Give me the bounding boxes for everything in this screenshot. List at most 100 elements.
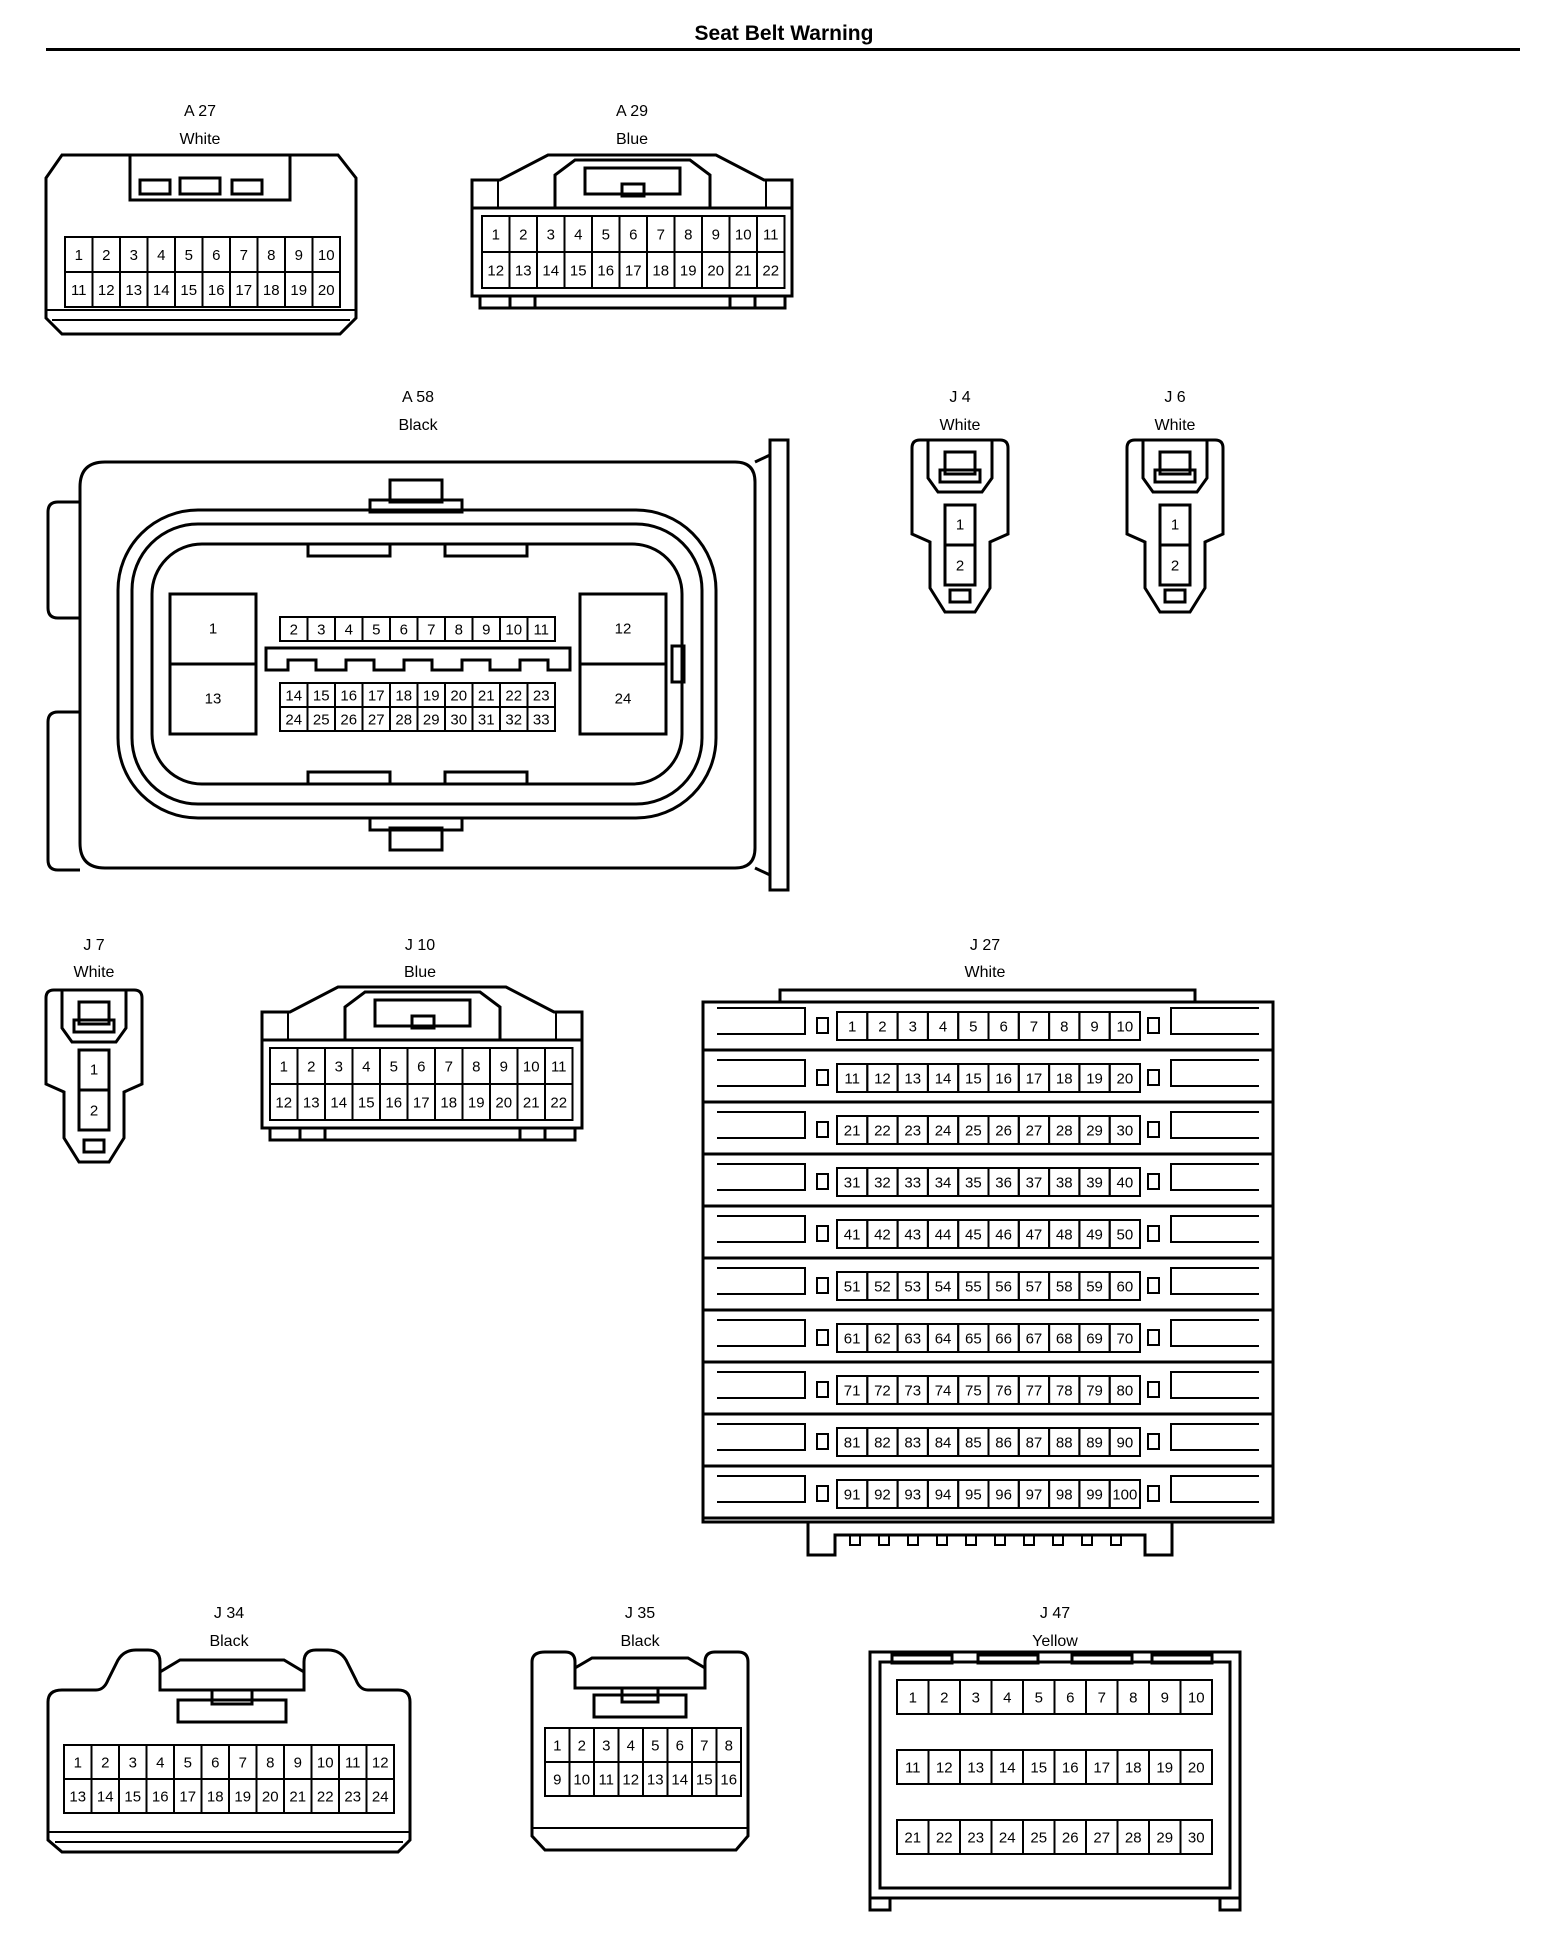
connector-housing bbox=[868, 1650, 1242, 1900]
pin-number: 18 bbox=[1056, 1071, 1073, 1088]
pin-number: 9 bbox=[295, 247, 303, 264]
pin-number: 24 bbox=[999, 1830, 1016, 1847]
connector-color: White bbox=[1155, 417, 1196, 434]
connector-color: Black bbox=[209, 1633, 249, 1650]
connector-color: White bbox=[180, 131, 221, 148]
pin-number: 11 bbox=[533, 622, 549, 639]
pin-number: 37 bbox=[1026, 1175, 1043, 1192]
pin-number: 10 bbox=[523, 1059, 540, 1076]
pin-number: 36 bbox=[995, 1175, 1012, 1192]
pin-number: 14 bbox=[671, 1772, 688, 1789]
pin-number: 64 bbox=[935, 1331, 952, 1348]
pin-number: 84 bbox=[935, 1435, 952, 1452]
pin-cell bbox=[715, 1761, 742, 1797]
pin-number: 19 bbox=[423, 688, 440, 705]
pin-number: 12 bbox=[98, 282, 115, 299]
pin-number: 15 bbox=[570, 263, 587, 280]
connector-id: A 27 bbox=[184, 103, 216, 120]
pin-number: 6 bbox=[629, 227, 637, 244]
svg-text:12: 12 bbox=[615, 621, 632, 638]
pin-number: 19 bbox=[468, 1095, 485, 1112]
pin-number: 27 bbox=[1026, 1123, 1043, 1140]
connector-id: J 27 bbox=[970, 937, 1000, 954]
pin-number: 4 bbox=[156, 1755, 164, 1772]
pin-number: 8 bbox=[455, 622, 463, 639]
connector-id: A 58 bbox=[402, 389, 434, 406]
pin-number: 11 bbox=[844, 1071, 860, 1088]
pin-number: 28 bbox=[1056, 1123, 1073, 1140]
pin-number: 6 bbox=[1066, 1690, 1074, 1707]
pin-number: 4 bbox=[1003, 1690, 1011, 1707]
pin-cell bbox=[311, 271, 341, 308]
pin-number: 86 bbox=[995, 1435, 1012, 1452]
pin-number: 33 bbox=[904, 1175, 921, 1192]
svg-text:1: 1 bbox=[956, 517, 964, 534]
pin-number: 42 bbox=[874, 1227, 891, 1244]
pin-number: 7 bbox=[427, 622, 435, 639]
pin-number: 93 bbox=[904, 1487, 921, 1504]
pin-number: 22 bbox=[874, 1123, 891, 1140]
pin-number: 1 bbox=[75, 247, 83, 264]
page-title: Seat Belt Warning bbox=[694, 22, 874, 45]
pin-number: 5 bbox=[184, 1755, 192, 1772]
pin-number: 18 bbox=[395, 688, 412, 705]
pin-number: 8 bbox=[1060, 1019, 1068, 1036]
pin-number: 60 bbox=[1117, 1279, 1134, 1296]
pin-number: 27 bbox=[1093, 1830, 1110, 1847]
pin-number: 14 bbox=[285, 688, 302, 705]
pin-number: 17 bbox=[235, 282, 252, 299]
pin-number: 1 bbox=[492, 227, 500, 244]
pin-number: 8 bbox=[725, 1738, 733, 1755]
pin-number: 15 bbox=[313, 688, 330, 705]
pin-number: 34 bbox=[935, 1175, 952, 1192]
pin-number: 56 bbox=[995, 1279, 1012, 1296]
pin-number: 7 bbox=[1030, 1019, 1038, 1036]
pin-number: 92 bbox=[874, 1487, 891, 1504]
pin-number: 10 bbox=[735, 227, 752, 244]
svg-text:2: 2 bbox=[956, 558, 964, 575]
pin-number: 7 bbox=[700, 1738, 708, 1755]
pin-number: 13 bbox=[515, 263, 532, 280]
pin-number: 9 bbox=[294, 1755, 302, 1772]
pin-number: 14 bbox=[542, 263, 559, 280]
connector-housing bbox=[530, 1650, 750, 1852]
pin-number: 11 bbox=[71, 282, 87, 299]
pin-number: 45 bbox=[965, 1227, 982, 1244]
pin-number: 19 bbox=[1156, 1760, 1173, 1777]
pin-number: 11 bbox=[551, 1059, 567, 1076]
pin-number: 3 bbox=[129, 1755, 137, 1772]
svg-text:13: 13 bbox=[205, 691, 222, 708]
pin-number: 7 bbox=[445, 1059, 453, 1076]
pin-number: 29 bbox=[1086, 1123, 1103, 1140]
pin-number: 18 bbox=[207, 1789, 224, 1806]
pin-number: 18 bbox=[1125, 1760, 1142, 1777]
pin-number: 11 bbox=[598, 1772, 614, 1789]
pin-number: 13 bbox=[904, 1071, 921, 1088]
pin-number: 32 bbox=[874, 1175, 891, 1192]
pin-number: 9 bbox=[1161, 1690, 1169, 1707]
pin-number: 3 bbox=[317, 622, 325, 639]
pin-cell bbox=[1108, 1063, 1141, 1093]
pin-cell bbox=[1108, 1427, 1141, 1457]
pin-number: 43 bbox=[904, 1227, 921, 1244]
pin-number: 4 bbox=[345, 622, 353, 639]
pin-number: 20 bbox=[1188, 1760, 1205, 1777]
pin-number: 5 bbox=[185, 247, 193, 264]
pin-number: 3 bbox=[972, 1690, 980, 1707]
pin-number: 6 bbox=[676, 1738, 684, 1755]
pin-number: 16 bbox=[385, 1095, 402, 1112]
pin-number: 25 bbox=[965, 1123, 982, 1140]
pin-number: 3 bbox=[335, 1059, 343, 1076]
pin-number: 9 bbox=[553, 1772, 561, 1789]
pin-number: 8 bbox=[684, 227, 692, 244]
pin-number: 10 bbox=[318, 247, 335, 264]
pin-cell bbox=[1108, 1115, 1141, 1145]
pin-number: 4 bbox=[157, 247, 165, 264]
